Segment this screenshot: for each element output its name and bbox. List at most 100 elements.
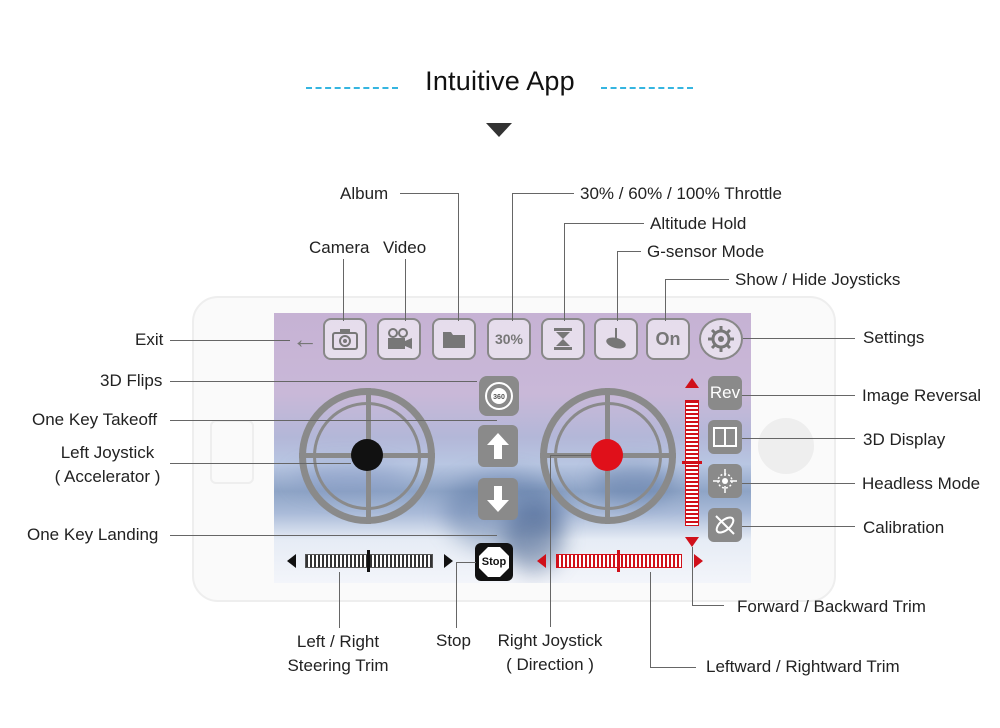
steering-trim-marker bbox=[367, 550, 370, 572]
landing-button[interactable] bbox=[478, 478, 518, 520]
exit-arrow-icon[interactable]: ← bbox=[292, 324, 318, 354]
label-3d-display: 3D Display bbox=[863, 430, 946, 449]
image-reversal-button[interactable]: Rev bbox=[708, 376, 742, 410]
trim-down-arrow-icon[interactable] bbox=[685, 537, 699, 547]
label-takeoff: One Key Takeoff bbox=[32, 410, 158, 429]
callout-line bbox=[742, 483, 855, 484]
lr-trim-right-arrow-icon[interactable] bbox=[694, 554, 703, 568]
label-headless: Headless Mode bbox=[862, 474, 981, 493]
steer-trim-left-arrow-icon[interactable] bbox=[287, 554, 296, 568]
label-altitude-hold: Altitude Hold bbox=[650, 214, 747, 233]
callout-line bbox=[400, 193, 458, 194]
settings-button[interactable] bbox=[699, 318, 743, 360]
callout-line bbox=[550, 455, 551, 627]
lr-trim-left-arrow-icon[interactable] bbox=[537, 554, 546, 568]
callout-line bbox=[692, 605, 724, 606]
callout-line bbox=[512, 193, 574, 194]
callout-line bbox=[665, 279, 729, 280]
callout-line bbox=[170, 381, 477, 382]
video-button[interactable] bbox=[377, 318, 421, 360]
callout-line bbox=[170, 420, 497, 421]
arrow-down-icon bbox=[487, 486, 509, 512]
label-right-joystick-sub: ( Direction ) bbox=[506, 655, 594, 674]
trim-up-arrow-icon[interactable] bbox=[685, 378, 699, 388]
callout-line bbox=[617, 251, 618, 321]
phone-home-button bbox=[758, 418, 814, 474]
callout-line bbox=[742, 526, 855, 527]
video-icon bbox=[388, 328, 412, 349]
callout-line bbox=[564, 223, 644, 224]
headless-mode-button[interactable] bbox=[708, 464, 742, 498]
label-fb-trim: Forward / Backward Trim bbox=[737, 597, 926, 616]
callout-line bbox=[743, 338, 855, 339]
gear-icon bbox=[708, 326, 734, 352]
show-hide-joysticks-button[interactable]: On bbox=[646, 318, 690, 360]
camera-icon bbox=[332, 329, 358, 350]
label-flips: 3D Flips bbox=[100, 371, 163, 390]
label-throttle: 30% / 60% / 100% Throttle bbox=[580, 184, 782, 203]
gsensor-icon bbox=[606, 328, 626, 349]
callout-line bbox=[456, 562, 476, 563]
callout-line bbox=[692, 547, 693, 605]
label-lr-trim-sub: Steering Trim bbox=[287, 656, 389, 675]
stop-button[interactable]: Stop bbox=[475, 543, 513, 581]
folder-icon bbox=[443, 332, 465, 348]
steer-trim-right-arrow-icon[interactable] bbox=[444, 554, 453, 568]
album-button[interactable] bbox=[432, 318, 476, 360]
label-gsensor: G-sensor Mode bbox=[647, 242, 765, 261]
flip-360-icon: 360 bbox=[485, 382, 513, 410]
callout-line bbox=[550, 455, 591, 456]
callout-line bbox=[742, 395, 855, 396]
label-show-hide: Show / Hide Joysticks bbox=[735, 270, 901, 289]
flips-360-button[interactable]: 360 bbox=[479, 376, 519, 416]
label-album: Album bbox=[340, 184, 389, 203]
callout-line bbox=[339, 572, 340, 628]
callout-line bbox=[665, 279, 666, 321]
label-lr-trim: Left / Right bbox=[296, 632, 380, 651]
label-stop: Stop bbox=[436, 631, 471, 650]
hourglass-icon bbox=[554, 328, 572, 350]
throttle-button[interactable]: 30% bbox=[487, 318, 531, 360]
calibration-button[interactable] bbox=[708, 508, 742, 542]
title-left-dash bbox=[306, 87, 398, 89]
callout-line bbox=[343, 259, 344, 321]
callout-line bbox=[617, 251, 641, 252]
takeoff-button[interactable] bbox=[478, 425, 518, 467]
stop-sign-icon: Stop bbox=[479, 547, 509, 577]
callout-line bbox=[456, 562, 457, 628]
page-title: Intuitive App bbox=[425, 66, 575, 96]
label-left-joystick-sub: ( Accelerator ) bbox=[54, 467, 161, 486]
label-image-reversal: Image Reversal bbox=[862, 386, 982, 405]
split-screen-icon bbox=[713, 427, 737, 447]
altitude-hold-button[interactable] bbox=[541, 318, 585, 360]
callout-line bbox=[742, 438, 855, 439]
callout-line bbox=[650, 667, 696, 668]
callout-line bbox=[170, 463, 351, 464]
svg-text:360: 360 bbox=[493, 394, 505, 401]
leftward-rightward-trim-marker bbox=[617, 550, 620, 572]
phone-side-detail bbox=[210, 420, 254, 484]
right-joystick-knob[interactable] bbox=[591, 439, 623, 471]
label-right-joystick: Right Joystick bbox=[497, 631, 603, 650]
callout-line bbox=[650, 572, 651, 667]
callout-line bbox=[170, 340, 290, 341]
title-right-dash bbox=[601, 87, 693, 89]
forward-backward-trim-marker bbox=[682, 461, 702, 464]
label-settings: Settings bbox=[863, 328, 925, 347]
label-video: Video bbox=[383, 238, 427, 257]
label-lrw-trim: Leftward / Rightward Trim bbox=[706, 657, 900, 676]
down-arrow-icon bbox=[486, 123, 512, 137]
callout-line bbox=[512, 193, 513, 321]
label-left-joystick: Left Joystick bbox=[60, 443, 155, 462]
callout-line bbox=[405, 259, 406, 321]
label-calibration: Calibration bbox=[863, 518, 945, 537]
calibration-icon bbox=[715, 515, 735, 535]
3d-display-button[interactable] bbox=[708, 420, 742, 454]
arrow-up-icon bbox=[487, 433, 509, 459]
crosshair-icon bbox=[713, 469, 737, 493]
label-exit: Exit bbox=[135, 330, 164, 349]
camera-button[interactable] bbox=[323, 318, 367, 360]
gsensor-button[interactable] bbox=[594, 318, 638, 360]
callout-line bbox=[564, 223, 565, 321]
left-joystick-knob[interactable] bbox=[351, 439, 383, 471]
